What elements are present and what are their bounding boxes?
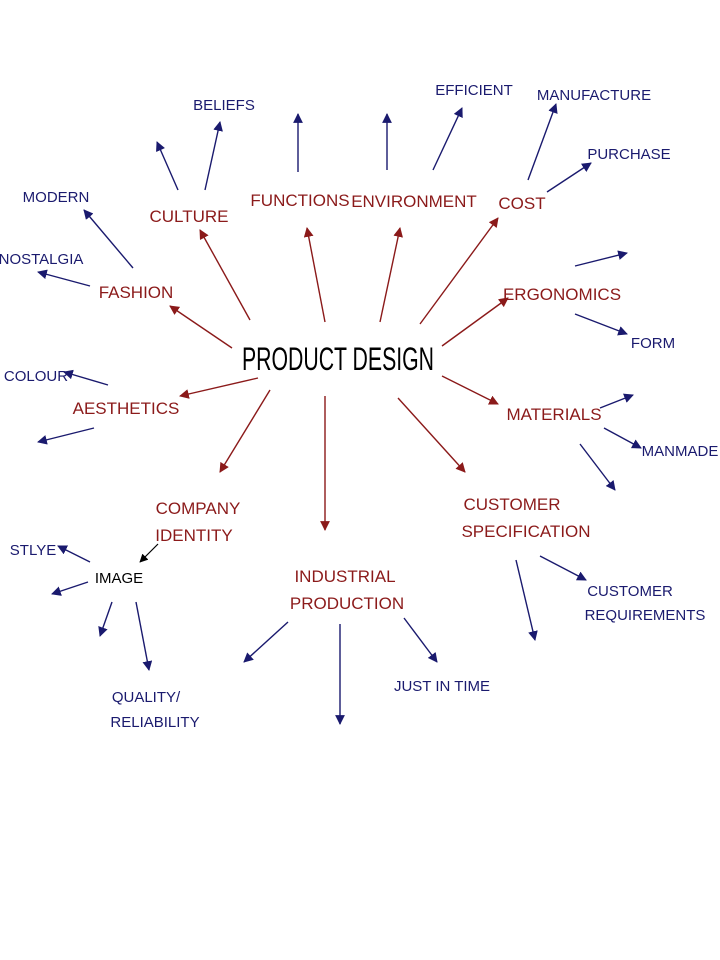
arrow-materials-unlabeled: [599, 393, 634, 409]
arrow-to-customer-requirements: [539, 555, 587, 581]
arrow-to-manmade: [603, 427, 642, 449]
secondary-node-manufacture: MANUFACTURE: [537, 87, 651, 104]
arrow-to-fashion: [169, 305, 233, 349]
arrow-to-nostalgia: [37, 269, 91, 287]
primary-node-cost: COST: [498, 194, 545, 213]
primary-node-industrial-production-line-2: PRODUCTION: [290, 594, 404, 613]
arrow-culture-unlabeled: [156, 141, 179, 191]
primary-node-customer-specification-line-2: SPECIFICATION: [461, 522, 590, 541]
secondary-node-customer-requirements-line-1: CUSTOMER: [587, 583, 673, 600]
arrow-to-beliefs: [204, 121, 223, 191]
arrow-to-ergonomics: [441, 297, 509, 347]
secondary-node-beliefs: BELIEFS: [193, 97, 255, 114]
arrow-to-culture: [199, 229, 251, 321]
arrow-aesthetics-unlabeled: [37, 427, 95, 445]
primary-node-company-identity-line-1: COMPANY: [156, 499, 241, 518]
secondary-node-manmade: MANMADE: [642, 443, 719, 460]
arrow-image-unlabeled-left: [51, 581, 89, 596]
secondary-node-just-in-time: JUST IN TIME: [394, 678, 490, 695]
arrow-ergonomics-unlabeled: [574, 250, 628, 267]
arrow-to-manufacture: [527, 103, 558, 181]
primary-node-materials: MATERIALS: [506, 405, 601, 424]
secondary-node-image: IMAGE: [95, 570, 143, 587]
arrow-to-aesthetics: [179, 377, 259, 399]
secondary-node-efficient: EFFICIENT: [435, 82, 513, 99]
secondary-node-customer-requirements-line-2: REQUIREMENTS: [585, 607, 706, 624]
secondary-node-quality-reliability-line-1: QUALITY/: [112, 689, 181, 706]
primary-node-company-identity-line-2: IDENTITY: [155, 526, 232, 545]
primary-node-culture: CULTURE: [149, 207, 228, 226]
arrow-industrial-unlabeled-left: [243, 621, 289, 663]
arrow-to-company-identity: [219, 389, 271, 473]
arrow-to-form: [574, 313, 628, 336]
arrow-to-environment: [379, 227, 403, 323]
arrow-to-colour: [63, 369, 109, 386]
arrow-to-quality-reliability: [135, 601, 153, 671]
arrow-to-stlye: [57, 545, 91, 563]
arrow-to-image: [139, 543, 159, 563]
secondary-node-modern: MODERN: [23, 189, 90, 206]
arrow-image-unlabeled-down: [98, 601, 113, 637]
arrow-to-customer-specification: [397, 397, 466, 473]
arrow-to-cost: [419, 217, 499, 325]
primary-nodes: CULTURE FUNCTIONS ENVIRONMENT COST FASHI…: [73, 191, 621, 613]
secondary-nodes: BELIEFS EFFICIENT MANUFACTURE PURCHASE M…: [0, 82, 718, 731]
arrow-materials-down: [579, 443, 616, 491]
primary-node-fashion: FASHION: [99, 283, 174, 302]
primary-node-customer-specification-line-1: CUSTOMER: [464, 495, 561, 514]
arrow-to-functions: [303, 227, 326, 323]
primary-node-environment: ENVIRONMENT: [351, 192, 477, 211]
arrow-to-purchase: [546, 162, 592, 193]
secondary-node-colour: COLOUR: [4, 368, 68, 385]
arrow-to-materials: [441, 375, 499, 405]
arrow-to-efficient: [432, 107, 463, 171]
secondary-node-nostalgia: NOSTALGIA: [0, 251, 83, 268]
arrow-customer-spec-down: [515, 559, 538, 641]
arrow-to-modern: [83, 209, 134, 269]
primary-connectors: [169, 217, 509, 531]
secondary-node-purchase: PURCHASE: [587, 146, 670, 163]
primary-node-aesthetics: AESTHETICS: [73, 399, 180, 418]
secondary-node-quality-reliability-line-2: RELIABILITY: [110, 714, 199, 731]
secondary-node-stlye: STLYE: [10, 542, 56, 559]
arrow-to-just-in-time: [403, 617, 438, 663]
primary-node-functions: FUNCTIONS: [250, 191, 349, 210]
primary-node-ergonomics: ERGONOMICS: [503, 285, 621, 304]
secondary-node-form: FORM: [631, 335, 675, 352]
secondary-connectors: [37, 103, 642, 725]
center-node-label: PRODUCT DESIGN: [242, 341, 434, 377]
primary-node-industrial-production-line-1: INDUSTRIAL: [294, 567, 395, 586]
